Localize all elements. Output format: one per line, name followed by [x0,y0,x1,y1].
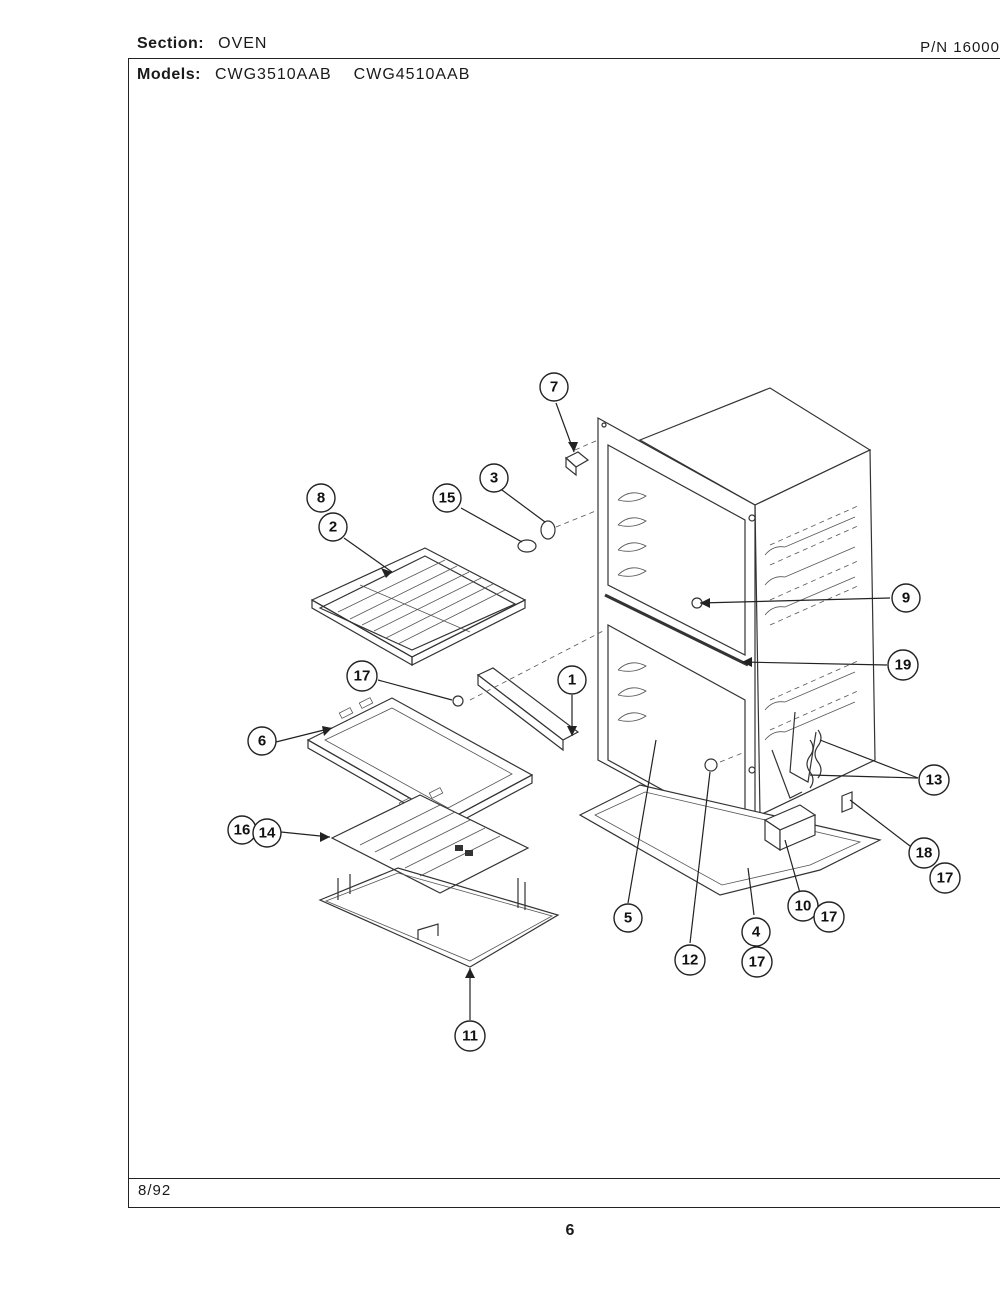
leader-lines [275,402,919,1020]
svg-text:8: 8 [317,490,325,507]
model-2: CWG4510AAB [353,66,471,83]
callout-17b: 17 [929,862,961,894]
footer-rule [128,1178,1000,1179]
section-header: Section: OVEN [137,35,267,53]
callout-19: 19 [887,649,919,681]
svg-text:17: 17 [821,909,838,926]
svg-text:10: 10 [795,898,812,915]
svg-text:13: 13 [926,772,943,789]
callout-7: 7 [539,372,569,402]
rack-rail [476,667,580,752]
wire-frame [318,867,560,968]
svg-text:19: 19 [895,657,912,674]
callout-8: 8 [306,483,336,513]
bracket [763,804,817,852]
svg-text:1: 1 [568,672,576,689]
revision-date: 8/92 [138,1182,172,1199]
callout-6: 6 [247,726,277,756]
callout-4: 4 [741,917,771,947]
callout-18: 18 [908,837,940,869]
svg-text:17: 17 [937,870,954,887]
svg-text:3: 3 [490,470,498,487]
section-label: Section: [137,35,205,52]
models-label: Models: [137,66,201,83]
svg-text:15: 15 [439,490,456,507]
callout-2: 2 [318,512,348,542]
svg-text:18: 18 [916,845,933,862]
broiler-insert [330,794,530,894]
section-value: OVEN [218,35,268,52]
part-number: P/N 16000 [920,39,1000,56]
svg-text:17: 17 [354,668,371,685]
callout-11: 11 [454,1020,486,1052]
svg-text:12: 12 [682,952,699,969]
svg-text:16: 16 [234,822,251,839]
callout-13: 13 [918,764,950,796]
svg-text:9: 9 [902,590,910,607]
svg-text:6: 6 [258,733,266,750]
hinge-assembly [771,711,822,799]
svg-text:11: 11 [462,1028,478,1045]
callout-15: 15 [432,483,462,513]
callout-9: 9 [891,583,921,613]
models-header: Models: CWG3510AAB CWG4510AAB [137,66,470,84]
small-parts [452,451,853,813]
callout-17a: 17 [346,660,378,692]
model-1: CWG3510AAB [214,66,332,83]
svg-text:17: 17 [749,954,766,971]
svg-text:2: 2 [329,519,337,536]
assembly-lines [469,439,746,763]
callout-17c: 17 [813,901,845,933]
oven-rack [310,547,527,667]
svg-text:4: 4 [752,924,761,941]
svg-text:14: 14 [259,825,276,842]
page-number: 6 [565,1222,575,1239]
svg-text:5: 5 [624,910,632,927]
callout-12: 12 [674,944,706,976]
callout-1: 1 [557,665,587,695]
oven-body [597,387,876,847]
callout-3: 3 [479,463,509,493]
callout-17d: 17 [741,946,773,978]
svg-text:7: 7 [550,379,558,396]
callout-5: 5 [613,903,643,933]
callout-14: 14 [252,818,282,848]
callout-16: 16 [227,815,257,845]
diagram-frame [128,58,1000,1208]
